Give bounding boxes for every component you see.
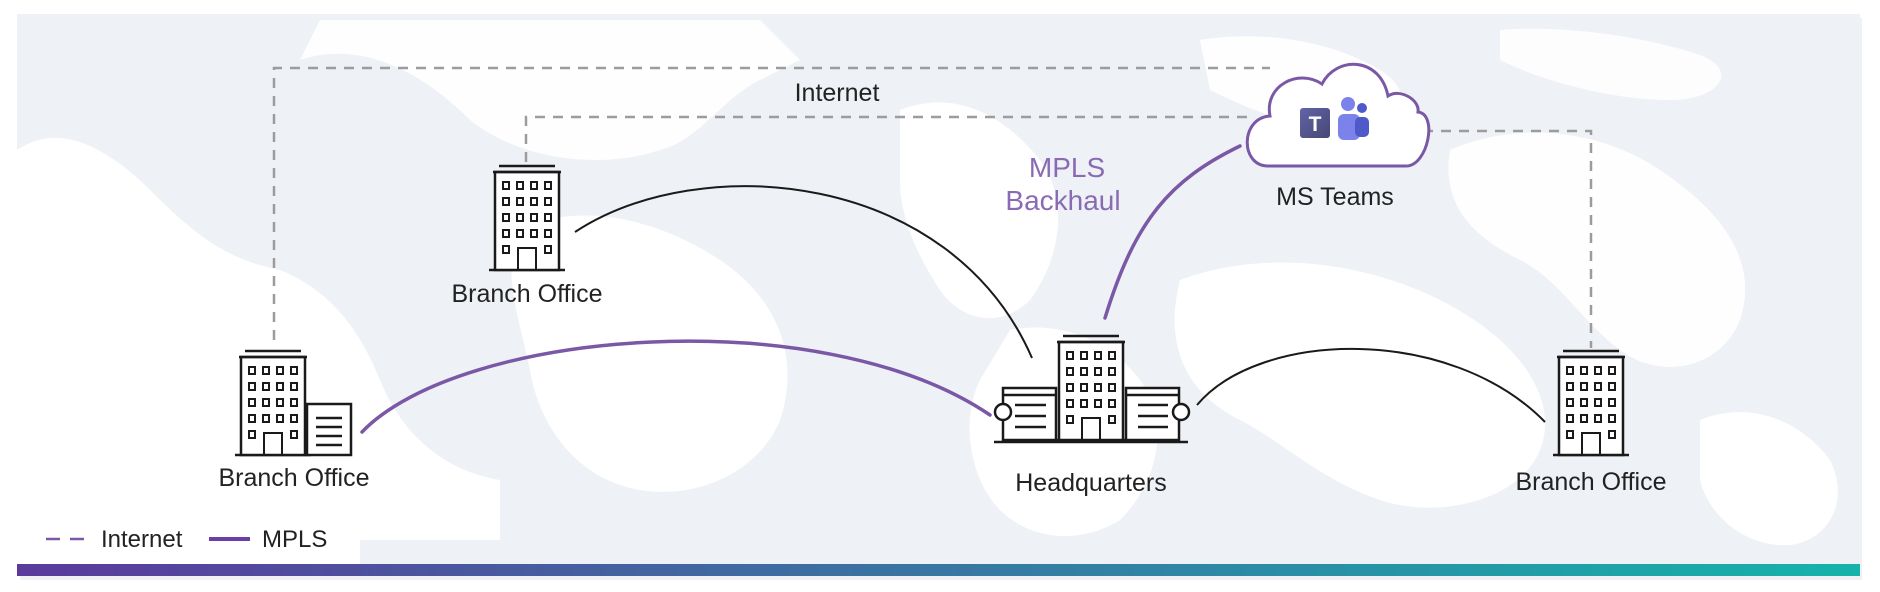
mpls-backhaul-label-line1: MPLS: [1029, 152, 1105, 183]
mpls-link-left-branch-hq: [360, 339, 992, 434]
internet-links: [272, 66, 1593, 348]
legend-mpls-label: MPLS: [262, 526, 327, 553]
internet-link-left-branch: [272, 66, 1270, 340]
svg-text:T: T: [1309, 113, 1322, 136]
branch-office-left-label: Branch Office: [218, 464, 369, 492]
building-icon: [487, 164, 567, 272]
branch-office-left: Branch Office: [218, 349, 370, 492]
link-hq-right-branch: [1196, 347, 1546, 423]
building-icon: [1551, 349, 1631, 457]
headquarters-building-icon: [1051, 334, 1131, 442]
mpls-backhaul-label-line2: Backhaul: [1005, 185, 1120, 216]
internet-link-top-branch: [524, 115, 1252, 162]
link-top-branch-hq: [574, 185, 1033, 359]
branch-office-right: Branch Office: [1515, 349, 1667, 496]
gradient-bar: [17, 564, 1860, 576]
building-icon: [233, 349, 313, 457]
headquarters-label: Headquarters: [1015, 469, 1166, 497]
annex-building-icon: [305, 402, 353, 457]
internet-link-right-branch: [1423, 129, 1593, 348]
ms-teams-label: MS Teams: [1276, 183, 1394, 211]
ms-teams: T MS Teams: [1245, 62, 1431, 211]
teams-logo-icon: T: [1300, 97, 1369, 140]
branch-office-top-label: Branch Office: [451, 280, 602, 308]
branch-hq-links: [574, 185, 1546, 423]
mpls-backhaul-link: [1103, 144, 1242, 320]
legend-internet-label: Internet: [101, 526, 183, 553]
headquarters: Headquarters: [993, 334, 1191, 497]
legend: Internet MPLS: [17, 514, 360, 564]
internet-edge-label: Internet: [795, 79, 880, 107]
mpls-links: [360, 144, 1242, 434]
cloud-icon: [1245, 62, 1431, 168]
branch-office-right-label: Branch Office: [1515, 468, 1666, 496]
branch-office-top: Branch Office: [451, 164, 603, 308]
